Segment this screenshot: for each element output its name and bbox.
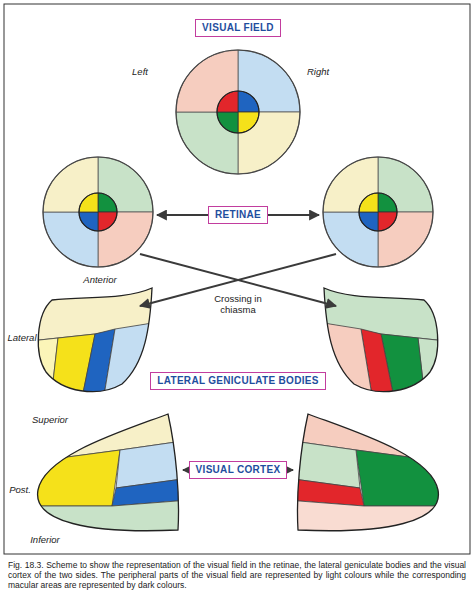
right-visual-cortex	[286, 400, 446, 545]
peripheral-quadrant	[378, 157, 433, 212]
region-group	[286, 400, 446, 545]
shape-outline	[324, 288, 438, 392]
projection-region	[286, 440, 360, 488]
box-title: VISUAL FIELD	[202, 22, 274, 34]
region-group	[30, 400, 190, 545]
anatomy-label: Superior	[32, 414, 68, 425]
label-box: RETINAE	[208, 206, 268, 224]
projection-region	[286, 500, 446, 545]
macula-outline	[359, 193, 397, 231]
shape-outline	[297, 414, 438, 531]
peripheral-quadrant	[98, 212, 153, 267]
label-box: VISUAL FIELD	[195, 19, 281, 37]
peripheral-quadrant	[176, 50, 238, 112]
left-retina	[43, 157, 153, 267]
peripheral-quadrant	[378, 212, 433, 267]
projection-region	[102, 321, 165, 408]
anatomy-label: Right	[307, 66, 329, 77]
anatomy-label: Post.	[9, 484, 31, 495]
peripheral-quadrant	[176, 112, 238, 174]
figure-frame	[4, 4, 470, 554]
box-title: VISUAL CORTEX	[196, 464, 281, 476]
box-title: LATERAL GENICULATE BODIES	[157, 375, 318, 387]
region-group	[311, 270, 446, 408]
pointer-arrow	[157, 214, 212, 216]
label-box: VISUAL CORTEX	[189, 461, 288, 479]
circle-outline	[176, 50, 300, 174]
anatomy-label: Anterior	[83, 274, 116, 285]
shape-outline	[38, 288, 152, 392]
circle-outline	[323, 157, 433, 267]
macula-outline	[217, 91, 259, 133]
left-geniculate-body	[30, 270, 165, 408]
peripheral-quadrant	[323, 212, 378, 267]
right-retina	[323, 157, 433, 267]
figure-caption: Fig. 18.3. Scheme to show the representa…	[8, 560, 466, 591]
peripheral-quadrant	[323, 157, 378, 212]
visual-field-circle	[176, 50, 300, 174]
shape-outline	[38, 414, 179, 531]
anatomy-label: Lateral	[7, 332, 36, 343]
projection-region	[311, 321, 374, 408]
peripheral-quadrant	[238, 50, 300, 112]
peripheral-quadrant	[98, 157, 153, 212]
anatomy-label: Inferior	[30, 534, 60, 545]
left-visual-cortex	[30, 400, 190, 545]
macula-outline	[79, 193, 117, 231]
label-box: LATERAL GENICULATE BODIES	[150, 372, 325, 390]
region-group	[30, 270, 165, 408]
peripheral-quadrant	[238, 112, 300, 174]
circle-outline	[43, 157, 153, 267]
right-geniculate-body	[311, 270, 446, 408]
peripheral-quadrant	[43, 212, 98, 267]
anatomy-label: Left	[132, 66, 148, 77]
projection-region	[30, 500, 190, 545]
anatomy-label: Crossing in chiasma	[207, 293, 269, 316]
box-title: RETINAE	[215, 209, 261, 221]
projection-region	[116, 440, 190, 488]
pointer-arrow	[264, 214, 319, 216]
peripheral-quadrant	[43, 157, 98, 212]
